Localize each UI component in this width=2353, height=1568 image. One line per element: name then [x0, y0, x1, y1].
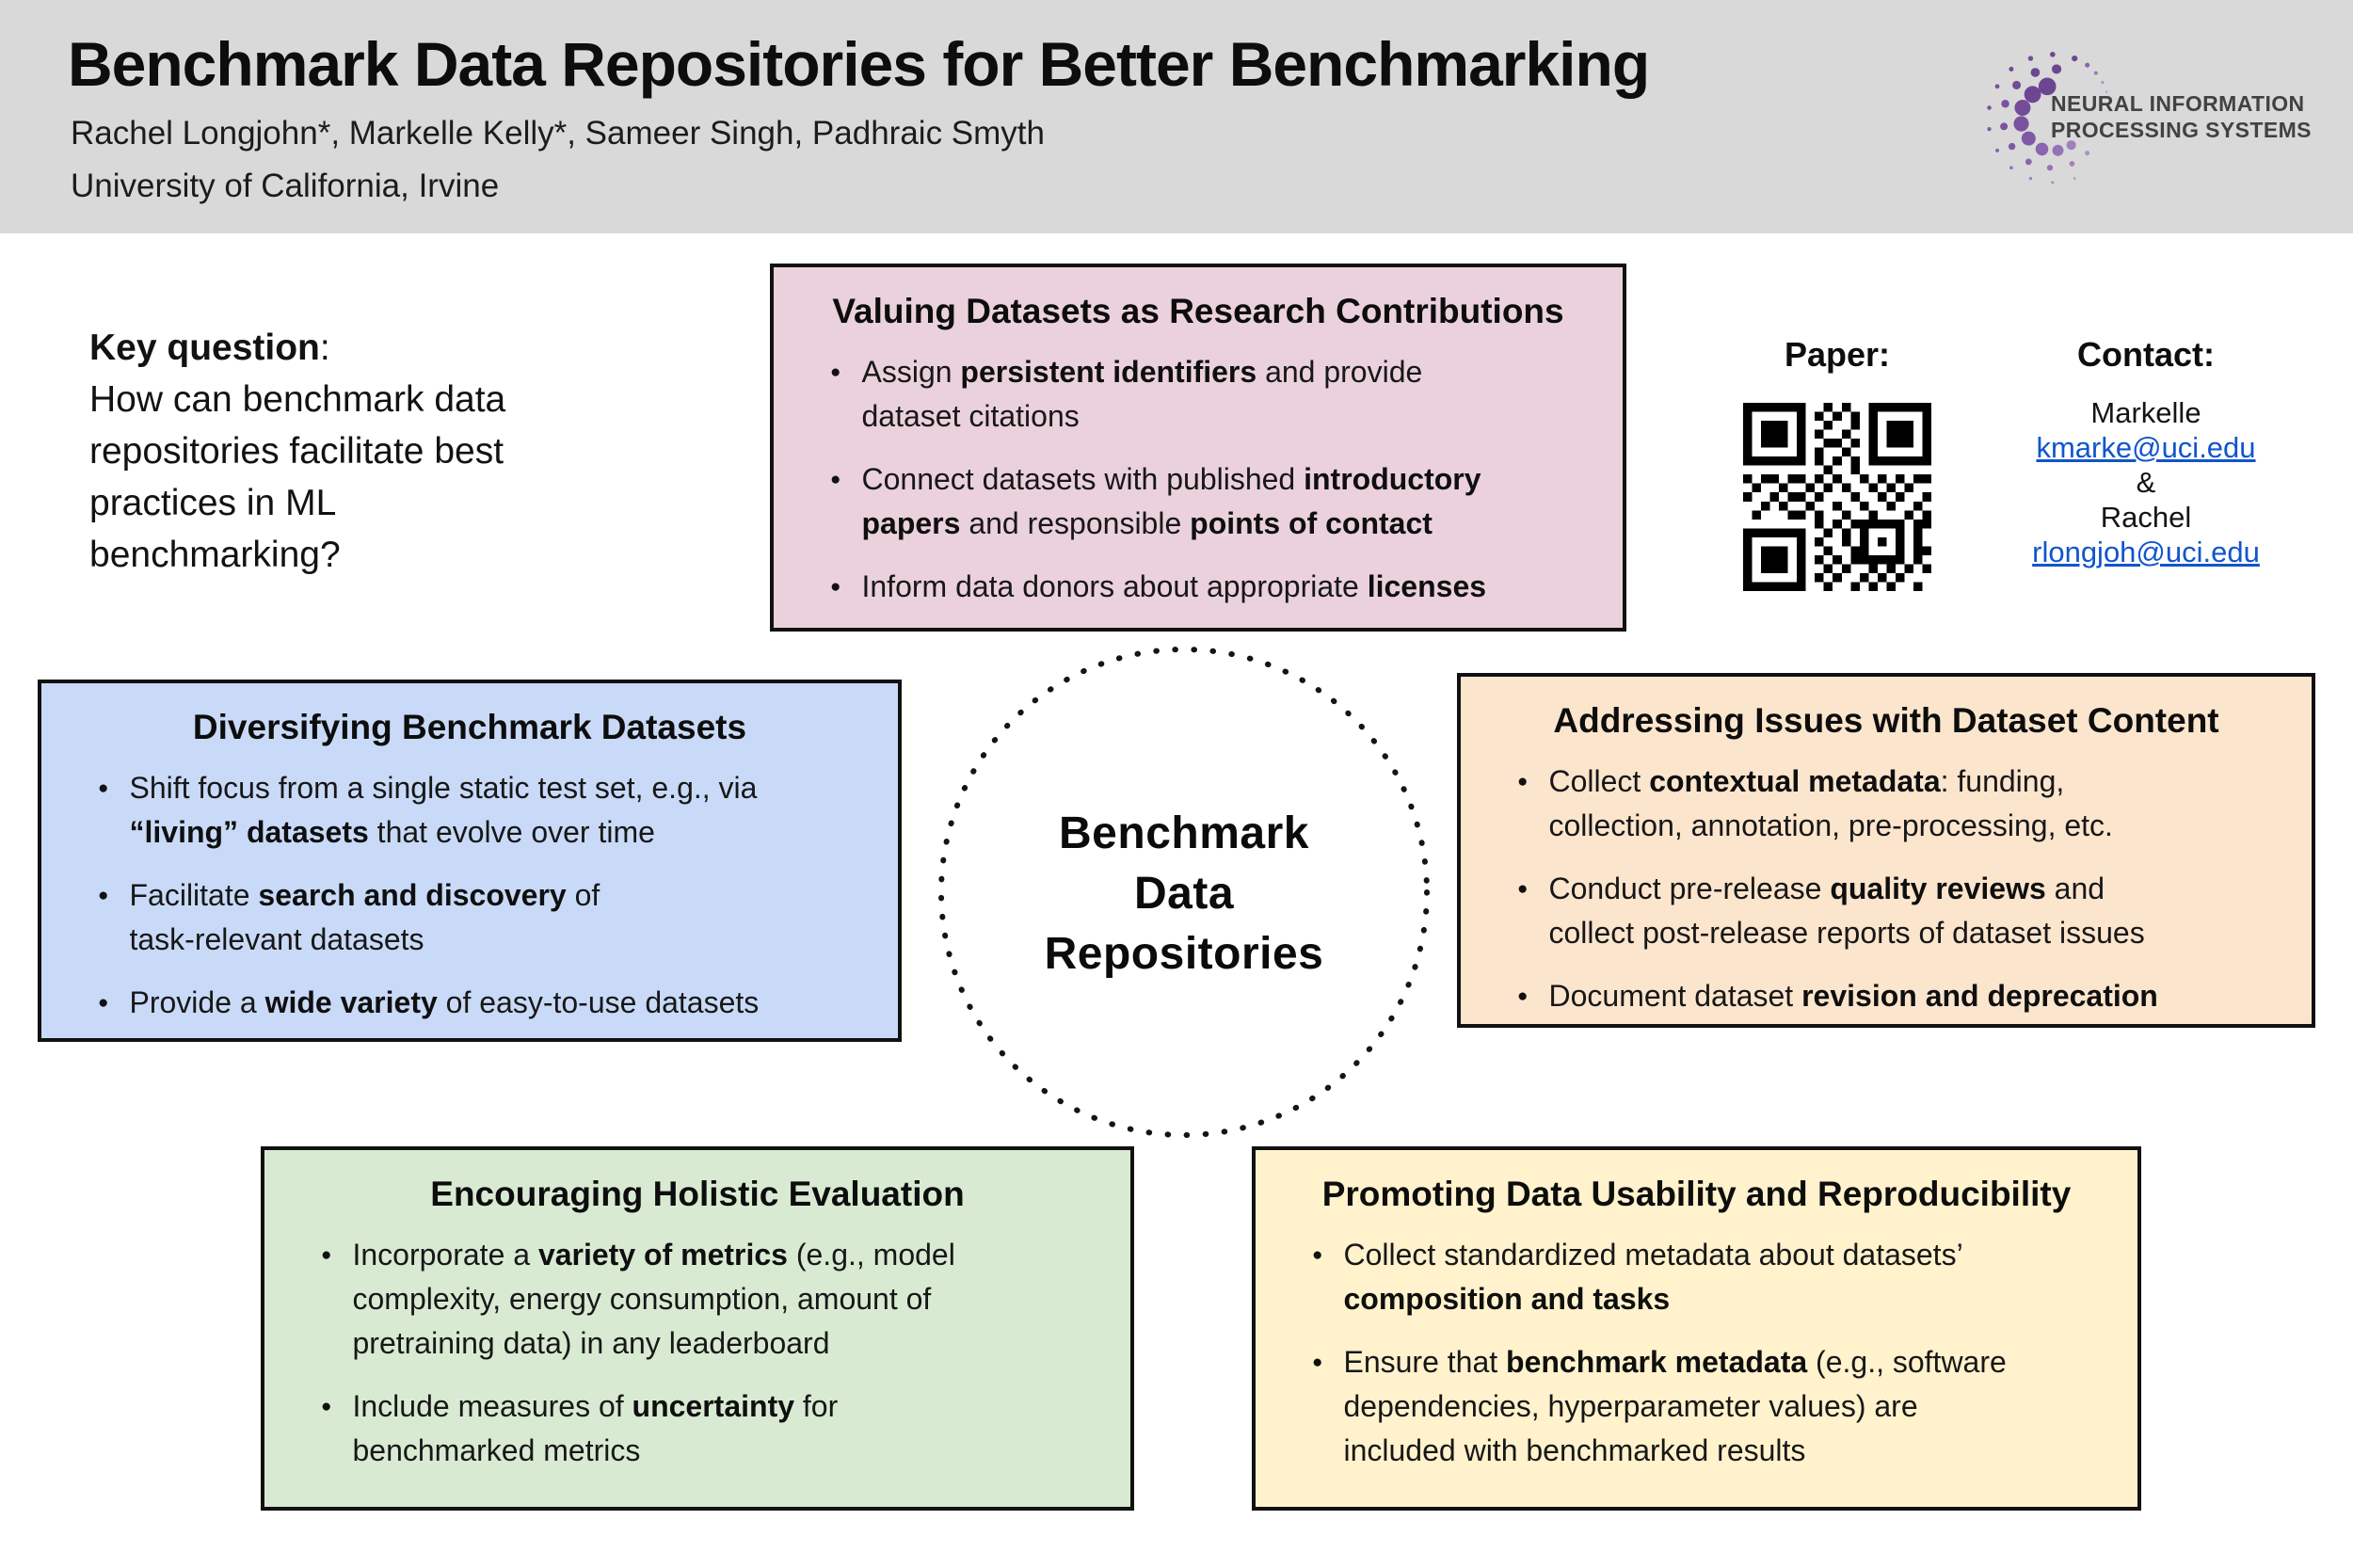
box-diversifying-datasets: Diversifying Benchmark Datasets Shift fo… [38, 680, 902, 1042]
neurips-logo-text: NEURAL INFORMATION PROCESSING SYSTEMS [2051, 90, 2312, 143]
box-holistic-evaluation: Encouraging Holistic Evaluation Incorpor… [261, 1146, 1134, 1511]
list-item: Conduct pre-release quality reviews and … [1517, 867, 2280, 955]
key-question-block: Key question: How can benchmark data rep… [89, 322, 673, 581]
neurips-logo-line1: NEURAL INFORMATION [2051, 91, 2305, 116]
center-circle-outline [938, 647, 1430, 1138]
neurips-logo-line2: PROCESSING SYSTEMS [2051, 118, 2312, 142]
poster-title: Benchmark Data Repositories for Better B… [68, 29, 1650, 99]
list-item: Collect contextual metadata: funding, co… [1517, 760, 2280, 848]
list-item: Document dataset revision and deprecatio… [1517, 974, 2280, 1018]
contact-connector: & [2136, 466, 2156, 499]
box-addressing-issues: Addressing Issues with Dataset Content C… [1457, 673, 2315, 1028]
affiliation-line: University of California, Irvine [71, 168, 500, 204]
authors-line: Rachel Longjohn*, Markelle Kelly*, Samee… [71, 115, 1045, 152]
contact-email-2: rlongjoh@uci.edu [1995, 535, 2297, 569]
list-item: Inform data donors about appropriate lic… [830, 565, 1591, 609]
list-item: Shift focus from a single static test se… [98, 766, 866, 855]
contact-email-1: kmarke@uci.edu [1995, 430, 2297, 465]
list-item: Include measures of uncertainty for benc… [321, 1384, 1098, 1473]
contact-name-2: Rachel [2100, 501, 2192, 534]
box-valuing-datasets: Valuing Datasets as Research Contributio… [770, 264, 1626, 632]
key-question-text: How can benchmark data repositories faci… [89, 379, 506, 575]
email-link-rlongjoh[interactable]: rlongjoh@uci.edu [2032, 536, 2260, 568]
list-item: Incorporate a variety of metrics (e.g., … [321, 1233, 1098, 1366]
center-circle-line2: Data [1133, 869, 1235, 919]
list-item: Facilitate search and discovery of task-… [98, 873, 866, 962]
box-usability-reproducibility: Promoting Data Usability and Reproducibi… [1252, 1146, 2141, 1511]
list-item: Connect datasets with published introduc… [830, 457, 1591, 546]
list-item: Provide a wide variety of easy-to-use da… [98, 981, 866, 1025]
paper-label: Paper: [1784, 335, 1891, 374]
box-valuing-title: Valuing Datasets as Research Contributio… [832, 292, 1564, 330]
list-item: Ensure that benchmark metadata (e.g., so… [1312, 1340, 2105, 1473]
contact-block: Contact: Markelle kmarke@uci.edu & Rache… [1995, 335, 2297, 569]
center-circle-line3: Repositories [1044, 929, 1324, 979]
qr-code-icon [1743, 403, 1931, 591]
neurips-logo: NEURAL INFORMATION PROCESSING SYSTEMS [1970, 36, 2346, 186]
contact-label: Contact: [2077, 335, 2215, 374]
key-question-label: Key question: [89, 328, 330, 368]
neurips-logo-icon [1987, 52, 2108, 184]
box-holistic-title: Encouraging Holistic Evaluation [430, 1175, 965, 1213]
center-circle-line1: Benchmark [1059, 808, 1309, 858]
box-usability-title: Promoting Data Usability and Reproducibi… [1321, 1175, 2072, 1213]
header-band: Benchmark Data Repositories for Better B… [0, 0, 2353, 233]
box-diversifying-title: Diversifying Benchmark Datasets [192, 708, 747, 746]
contact-name-1: Markelle [2090, 396, 2201, 429]
center-circle-label: Benchmark Data Repositories [949, 804, 1419, 984]
qr-code-image [1743, 403, 1931, 591]
list-item: Assign persistent identifiers and provid… [830, 350, 1591, 439]
list-item: Collect standardized metadata about data… [1312, 1233, 2105, 1321]
email-link-kmarke[interactable]: kmarke@uci.edu [2036, 431, 2256, 464]
box-addressing-title: Addressing Issues with Dataset Content [1553, 701, 2219, 740]
